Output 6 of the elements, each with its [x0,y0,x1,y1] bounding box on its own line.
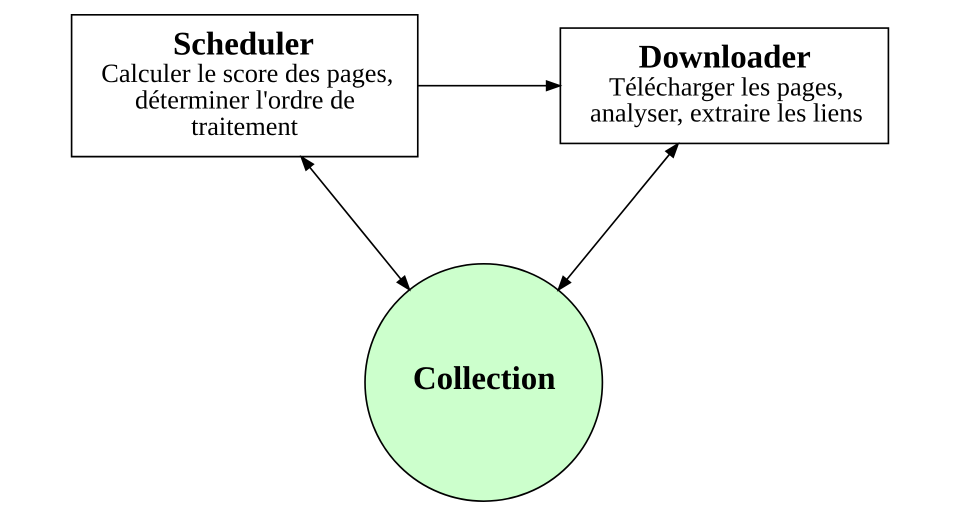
arrow [418,80,562,92]
arrow [556,142,680,292]
arrow [299,154,410,292]
node-circle: Collection [364,262,603,502]
node-box: Scheduler Calculer le score des pages, déterminer l'ordre de traitement [70,14,418,158]
node-box: Downloader Télécharger les pages, analyser, extraire les liens [559,27,889,144]
